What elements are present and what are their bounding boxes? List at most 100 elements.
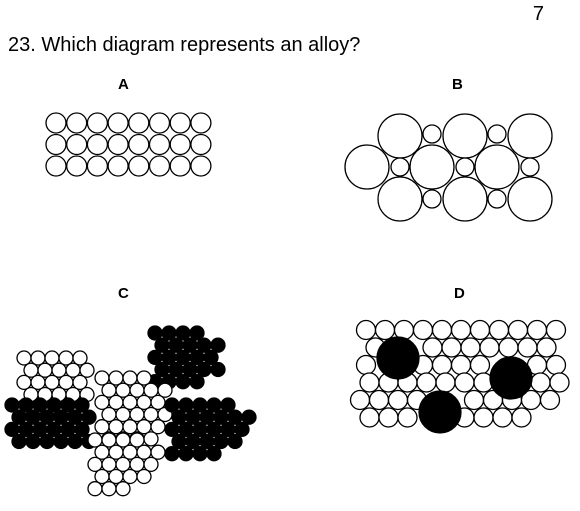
option-label-b: B: [452, 76, 463, 93]
atom-d-white: [536, 337, 557, 358]
atom-d-white: [473, 407, 494, 428]
large-atom-b: [474, 144, 520, 190]
atom-c-black: [227, 433, 243, 450]
atom-a: [45, 133, 67, 156]
atom-a: [107, 155, 129, 177]
large-atom-b: [442, 176, 488, 222]
atom-c-black: [11, 433, 27, 450]
atom-d-white: [492, 407, 513, 428]
atom-d-white: [355, 319, 377, 341]
atom-c-white: [87, 481, 103, 497]
atom-c-black: [178, 446, 194, 462]
atom-c-white: [157, 382, 173, 398]
atom-d-white: [441, 337, 462, 358]
atom-c-black: [206, 446, 222, 462]
atom-a: [128, 112, 150, 134]
atom-c-black: [67, 433, 83, 450]
atom-c-black: [74, 397, 90, 413]
small-atom-b: [422, 124, 442, 144]
atom-a: [148, 112, 171, 134]
large-atom-b: [409, 144, 455, 190]
atom-d-white: [517, 337, 538, 358]
atom-c-black: [241, 409, 257, 425]
atom-c-black: [81, 409, 97, 425]
atom-c-black: [74, 421, 90, 438]
atom-d-white: [454, 372, 475, 393]
atom-d-white: [355, 354, 377, 376]
atom-a: [66, 155, 88, 177]
atom-c-black: [175, 374, 191, 390]
atom-a: [169, 133, 191, 156]
question-number: 23: [8, 34, 31, 56]
atom-d-white: [463, 389, 485, 411]
atom-d-white: [526, 319, 548, 341]
atom-d-white: [460, 337, 481, 358]
atom-d-white: [507, 319, 529, 341]
atom-a: [66, 133, 88, 156]
option-label-c: C: [118, 285, 129, 302]
atom-a: [86, 112, 109, 134]
atom-c-white: [79, 362, 95, 378]
atom-a: [107, 133, 129, 156]
atom-c-black: [192, 446, 208, 462]
large-atom-b: [377, 176, 423, 222]
atom-c-white: [143, 456, 159, 473]
atom-d-black: [376, 336, 420, 380]
atom-c-black: [210, 337, 226, 353]
large-atom-b: [507, 113, 553, 159]
atom-d-white: [387, 389, 409, 411]
atom-d-white: [368, 389, 390, 411]
atom-c-black: [39, 433, 55, 450]
large-atom-b: [344, 144, 390, 190]
atom-a: [169, 112, 191, 134]
atom-d-white: [416, 372, 437, 393]
atom-d-white: [431, 354, 453, 376]
page-number: 7: [532, 3, 544, 25]
option-label-a: A: [118, 76, 129, 93]
atom-a: [190, 155, 212, 177]
atom-c-white: [115, 481, 131, 497]
small-atom-b: [422, 189, 442, 209]
atom-c-black: [189, 374, 205, 390]
atom-d-white: [498, 337, 519, 358]
atom-c-white: [136, 468, 152, 485]
atom-d-white: [549, 372, 570, 393]
atom-d-white: [545, 319, 567, 341]
atom-c-black: [203, 349, 219, 366]
small-atom-b: [487, 189, 507, 209]
atom-a: [66, 112, 88, 134]
atom-d-white: [435, 372, 456, 393]
atom-d-white: [431, 319, 453, 341]
atom-c-black: [189, 325, 205, 341]
atom-d-white: [488, 319, 510, 341]
atom-d-white: [469, 354, 491, 376]
atom-a: [148, 155, 171, 177]
atom-d-white: [378, 407, 399, 428]
atom-c-white: [129, 432, 145, 448]
atom-d-white: [469, 319, 491, 341]
atom-d-black: [418, 390, 462, 434]
atom-c-black: [164, 446, 180, 462]
atom-d-white: [422, 337, 443, 358]
atom-d-white: [450, 354, 472, 376]
atom-a: [45, 112, 67, 134]
atom-c-white: [143, 431, 159, 447]
atom-d-white: [412, 319, 434, 341]
large-atom-b: [507, 176, 553, 222]
atom-d-white: [545, 354, 567, 376]
atom-d-white: [359, 372, 380, 393]
atom-c-white: [150, 444, 166, 460]
question-prompt: Which diagram represents an alloy?: [35, 34, 361, 56]
atom-c-white: [72, 350, 88, 366]
atom-a: [190, 133, 212, 156]
atom-c-black: [53, 433, 69, 450]
diagram-c: [4, 325, 257, 497]
atom-a: [169, 155, 191, 177]
atom-c-white: [72, 374, 88, 391]
large-atom-b: [377, 113, 423, 159]
diagram-b: [344, 113, 553, 222]
option-label-d: D: [454, 285, 465, 302]
diagram-a: [45, 112, 212, 177]
question-separator: .: [30, 34, 36, 56]
